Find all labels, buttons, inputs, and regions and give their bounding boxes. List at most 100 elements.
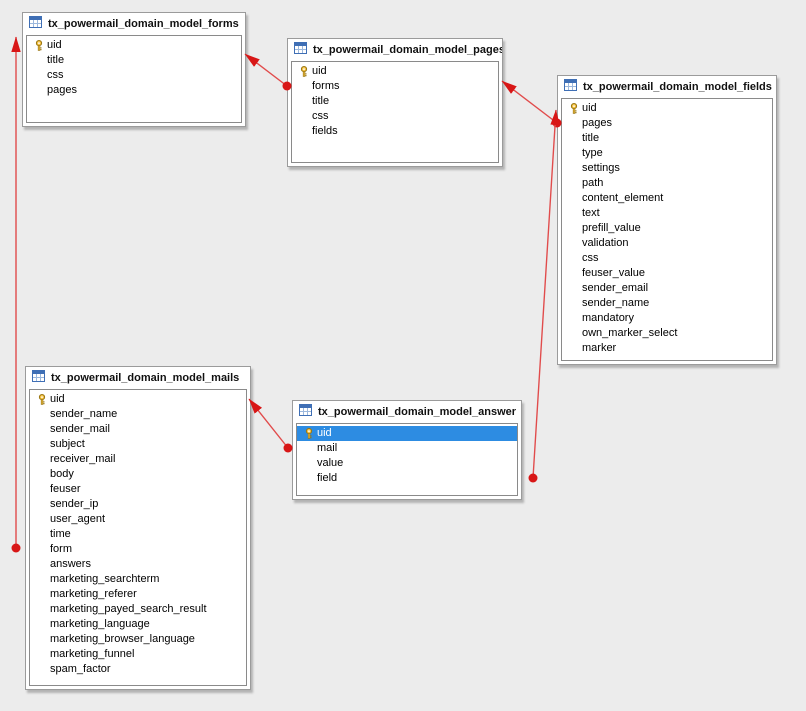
- table-answers[interactable]: tx_powermail_domain_model_answer uid mail…: [292, 400, 522, 500]
- field-row-mails-marketing_payed_search_result[interactable]: marketing_payed_search_result: [30, 602, 246, 617]
- field-row-fields-mandatory[interactable]: mandatory: [562, 311, 772, 326]
- field-row-mails-sender_mail[interactable]: sender_mail: [30, 422, 246, 437]
- relation-line[interactable]: [244, 53, 288, 87]
- field-label: mail: [317, 442, 338, 454]
- field-row-mails-receiver_mail[interactable]: receiver_mail: [30, 452, 246, 467]
- field-row-forms-pages[interactable]: pages: [27, 83, 241, 98]
- field-row-pages-css[interactable]: css: [292, 109, 498, 124]
- field-row-fields-type[interactable]: type: [562, 146, 772, 161]
- table-answers-header[interactable]: tx_powermail_domain_model_answer: [293, 401, 521, 423]
- table-forms-header[interactable]: tx_powermail_domain_model_forms: [23, 13, 245, 35]
- table-fields[interactable]: tx_powermail_domain_model_fields uid page…: [557, 75, 777, 365]
- field-label: uid: [582, 102, 597, 114]
- table-title: tx_powermail_domain_model_mails: [51, 372, 240, 384]
- field-row-fields-sender_name[interactable]: sender_name: [562, 296, 772, 311]
- table-title: tx_powermail_domain_model_pages: [313, 44, 502, 56]
- field-row-mails-subject[interactable]: subject: [30, 437, 246, 452]
- field-row-mails-marketing_funnel[interactable]: marketing_funnel: [30, 647, 246, 662]
- field-row-fields-uid[interactable]: uid: [562, 101, 772, 116]
- field-row-mails-spam_factor[interactable]: spam_factor: [30, 662, 246, 677]
- field-row-fields-validation[interactable]: validation: [562, 236, 772, 251]
- field-row-mails-form[interactable]: form: [30, 542, 246, 557]
- field-label: css: [47, 69, 64, 81]
- relation-endpoint-dot: [11, 543, 21, 553]
- field-row-fields-prefill_value[interactable]: prefill_value: [562, 221, 772, 236]
- field-row-fields-sender_email[interactable]: sender_email: [562, 281, 772, 296]
- table-icon: [294, 41, 307, 59]
- table-forms-body: uid title css pages: [26, 35, 242, 123]
- field-label: title: [582, 132, 600, 144]
- relation-answers-mail-to-mails[interactable]: [248, 398, 293, 453]
- primary-key-icon: [292, 66, 312, 77]
- primary-key-icon: [562, 103, 582, 114]
- primary-key-icon: [30, 394, 50, 405]
- field-row-fields-own_marker_select[interactable]: own_marker_select: [562, 326, 772, 341]
- field-label: type: [582, 147, 603, 159]
- field-row-answers-uid[interactable]: uid: [297, 426, 517, 441]
- field-label: mandatory: [582, 312, 634, 324]
- field-row-pages-uid[interactable]: uid: [292, 64, 498, 79]
- field-row-mails-marketing_language[interactable]: marketing_language: [30, 617, 246, 632]
- primary-key-icon: [27, 40, 47, 51]
- field-label: feuser_value: [582, 267, 645, 279]
- field-row-pages-title[interactable]: title: [292, 94, 498, 109]
- field-row-fields-marker[interactable]: marker: [562, 341, 772, 356]
- relation-mails-form-to-forms[interactable]: [11, 36, 21, 553]
- field-row-mails-sender_ip[interactable]: sender_ip: [30, 497, 246, 512]
- relation-answers-field-to-fields[interactable]: [528, 109, 560, 483]
- field-label: user_agent: [50, 513, 106, 525]
- field-row-answers-field[interactable]: field: [297, 471, 517, 486]
- field-row-mails-body[interactable]: body: [30, 467, 246, 482]
- field-label: title: [47, 54, 65, 66]
- field-label: body: [50, 468, 74, 480]
- field-label: css: [582, 252, 599, 264]
- relation-fields-pages-to-pages[interactable]: [501, 80, 562, 128]
- field-row-fields-feuser_value[interactable]: feuser_value: [562, 266, 772, 281]
- table-pages-header[interactable]: tx_powermail_domain_model_pages: [288, 39, 502, 61]
- field-row-forms-title[interactable]: title: [27, 53, 241, 68]
- relation-line[interactable]: [501, 80, 558, 124]
- field-label: time: [50, 528, 71, 540]
- field-row-fields-pages[interactable]: pages: [562, 116, 772, 131]
- field-label: uid: [317, 427, 332, 439]
- field-row-fields-settings[interactable]: settings: [562, 161, 772, 176]
- field-row-pages-fields[interactable]: fields: [292, 124, 498, 139]
- field-label: prefill_value: [582, 222, 641, 234]
- field-row-fields-content_element[interactable]: content_element: [562, 191, 772, 206]
- field-row-mails-uid[interactable]: uid: [30, 392, 246, 407]
- field-row-mails-marketing_searchterm[interactable]: marketing_searchterm: [30, 572, 246, 587]
- table-forms[interactable]: tx_powermail_domain_model_forms uid title…: [22, 12, 246, 127]
- table-mails-header[interactable]: tx_powermail_domain_model_mails: [26, 367, 250, 389]
- field-label: answers: [50, 558, 91, 570]
- relation-line[interactable]: [248, 398, 289, 449]
- field-row-answers-value[interactable]: value: [297, 456, 517, 471]
- field-label: sender_email: [582, 282, 649, 294]
- field-row-forms-uid[interactable]: uid: [27, 38, 241, 53]
- table-fields-header[interactable]: tx_powermail_domain_model_fields: [558, 76, 776, 98]
- field-label: title: [312, 95, 330, 107]
- field-row-mails-feuser[interactable]: feuser: [30, 482, 246, 497]
- field-row-mails-marketing_referer[interactable]: marketing_referer: [30, 587, 246, 602]
- field-row-mails-user_agent[interactable]: user_agent: [30, 512, 246, 527]
- field-label: text: [582, 207, 600, 219]
- relation-pages-forms-to-forms[interactable]: [244, 53, 292, 91]
- field-row-pages-forms[interactable]: forms: [292, 79, 498, 94]
- field-row-mails-time[interactable]: time: [30, 527, 246, 542]
- relation-line[interactable]: [532, 109, 560, 479]
- field-row-mails-marketing_browser_language[interactable]: marketing_browser_language: [30, 632, 246, 647]
- field-row-fields-css[interactable]: css: [562, 251, 772, 266]
- field-row-fields-path[interactable]: path: [562, 176, 772, 191]
- field-row-fields-text[interactable]: text: [562, 206, 772, 221]
- field-row-forms-css[interactable]: css: [27, 68, 241, 83]
- field-row-mails-sender_name[interactable]: sender_name: [30, 407, 246, 422]
- field-label: uid: [47, 39, 62, 51]
- field-row-answers-mail[interactable]: mail: [297, 441, 517, 456]
- field-row-mails-answers[interactable]: answers: [30, 557, 246, 572]
- field-row-fields-title[interactable]: title: [562, 131, 772, 146]
